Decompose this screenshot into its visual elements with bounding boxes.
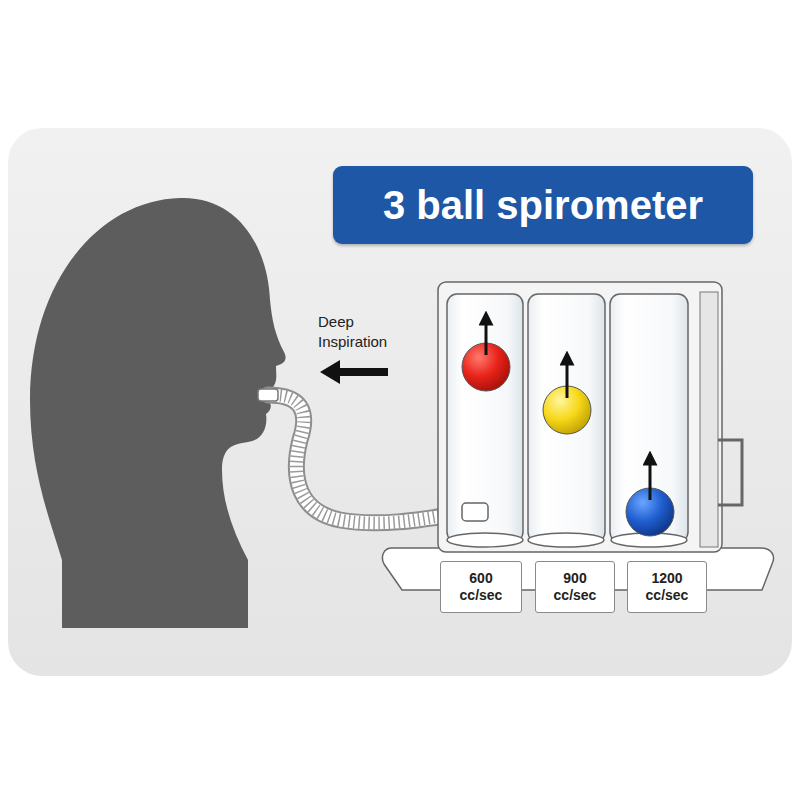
mouthpiece [258, 389, 278, 401]
up-arrows [486, 318, 650, 500]
rate-label-box: 1200 cc/sec [627, 561, 707, 613]
title-badge: 3 ball spirometer [333, 166, 753, 244]
device-frame [700, 292, 718, 547]
rate-label-box: 600 cc/sec [440, 561, 522, 613]
card [8, 128, 792, 676]
rate-label: 600 cc/sec [454, 570, 508, 605]
rate-label: 900 cc/sec [548, 570, 602, 605]
rate-label-box: 900 cc/sec [535, 561, 615, 613]
title-text: 3 ball spirometer [383, 183, 703, 228]
rate-label: 1200 cc/sec [640, 570, 694, 605]
inspiration-arrow [320, 360, 388, 384]
device-frame [438, 282, 722, 552]
tubes [447, 294, 688, 547]
hose-ribs [275, 395, 440, 523]
device-handle [718, 440, 742, 505]
inlet-connector [462, 503, 488, 521]
annotation-label: Deep Inspiration [318, 312, 422, 351]
head-silhouette [30, 198, 286, 628]
